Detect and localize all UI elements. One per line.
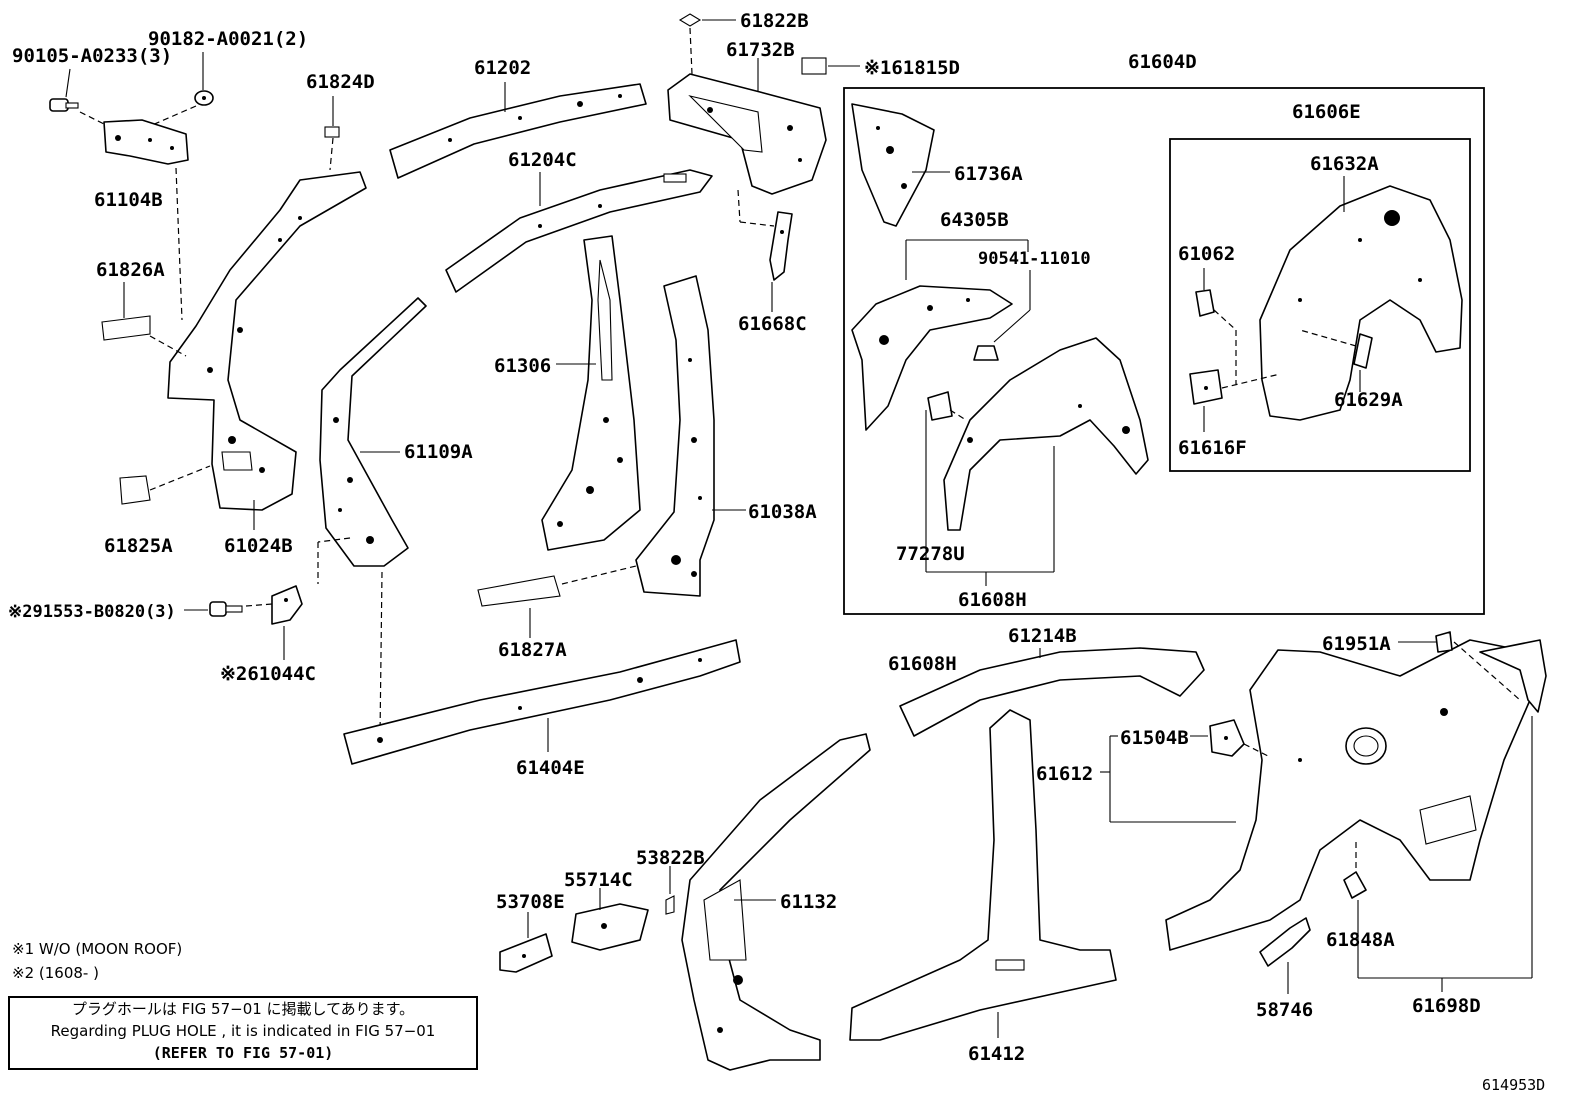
roof-rail-61202-part: [389, 83, 647, 179]
label-61214B[interactable]: 61214B: [1008, 625, 1077, 647]
bracket-61044C-part: [271, 585, 303, 625]
label-55714C[interactable]: 55714C: [564, 869, 633, 891]
label-61825A[interactable]: 61825A: [104, 535, 173, 557]
label-90182-A0021[interactable]: 90182-A0021(2): [148, 28, 308, 50]
label-53708E[interactable]: 53708E: [496, 891, 565, 913]
wheelhouse-outer-61608H-part: [943, 337, 1149, 531]
front-pillar-61024B-part: [167, 171, 367, 511]
plug-hole-notice-box: プラグホールは FIG 57−01 に掲載してあります。 Regarding P…: [8, 996, 478, 1070]
label-61024B[interactable]: 61024B: [224, 535, 293, 557]
label-58746[interactable]: 58746: [1256, 999, 1313, 1021]
label-61827A[interactable]: 61827A: [498, 639, 567, 661]
label-61608H-upper[interactable]: 61608H: [958, 589, 1027, 611]
bracket-61504B-part: [1209, 719, 1245, 757]
label-77278U[interactable]: 77278U: [896, 543, 965, 565]
label-61608H-lower[interactable]: 61608H: [888, 653, 957, 675]
label-61951A[interactable]: 61951A: [1322, 633, 1391, 655]
bracket-61062-part: [1195, 289, 1215, 317]
front-pillar-outer-61132-part: [681, 733, 871, 1071]
clip-61951A-part: [1435, 631, 1453, 653]
label-61668C[interactable]: 61668C: [738, 313, 807, 335]
quarter-outer-61632A-part: [1259, 185, 1463, 421]
notice-reference-link[interactable]: (REFER TO FIG 57-01): [152, 1044, 334, 1062]
rear-pillar-upper-61732B-part: [667, 73, 827, 195]
roof-side-61214B-part: [899, 647, 1205, 737]
notice-english-line: Regarding PLUG HOLE , it is indicated in…: [50, 1022, 436, 1040]
patch-61824D-part: [324, 126, 340, 138]
label-61204C[interactable]: 61204C: [508, 149, 577, 171]
label-61109A[interactable]: 61109A: [404, 441, 473, 463]
label-61629A[interactable]: 61629A: [1334, 389, 1403, 411]
wheelhouse-inner-64305B-part: [851, 285, 1013, 431]
label-61736A[interactable]: 61736A: [954, 163, 1023, 185]
label-61412[interactable]: 61412: [968, 1043, 1025, 1065]
panel-61736A-part: [851, 103, 935, 227]
bracket-61629A-part: [1353, 333, 1373, 369]
quarter-panel-61612-part: [1165, 639, 1531, 951]
label-53822B[interactable]: 53822B: [636, 847, 705, 869]
pad-61826A-part: [101, 315, 151, 341]
label-61616F[interactable]: 61616F: [1178, 437, 1247, 459]
label-61815D[interactable]: ※161815D: [864, 57, 960, 79]
patch-53822B-part: [665, 895, 675, 915]
label-61202[interactable]: 61202: [474, 57, 531, 79]
label-61044C[interactable]: ※261044C: [220, 663, 316, 685]
label-91553-B0820[interactable]: ※291553-B0820(3): [8, 602, 176, 622]
front-pillar-inner-61109A-part: [319, 297, 427, 567]
label-61504B[interactable]: 61504B: [1120, 727, 1189, 749]
label-61822B[interactable]: 61822B: [740, 10, 809, 32]
bolt-91553-part: [209, 601, 243, 617]
label-61038A[interactable]: 61038A: [748, 501, 817, 523]
roof-rail-61204C-part: [445, 169, 713, 293]
label-90105-A0233[interactable]: 90105-A0233(3): [12, 45, 172, 67]
pad-61825A-part: [119, 475, 151, 505]
rocker-panel-61404E-part: [343, 639, 741, 765]
label-61606E[interactable]: 61606E: [1292, 101, 1361, 123]
label-61604D[interactable]: 61604D: [1128, 51, 1197, 73]
label-61104B[interactable]: 61104B: [94, 189, 163, 211]
nut-90541-part: [973, 345, 999, 361]
label-61848A[interactable]: 61848A: [1326, 929, 1395, 951]
notice-japanese-line: プラグホールは FIG 57−01 に掲載してあります。: [71, 1000, 415, 1018]
label-61062[interactable]: 61062: [1178, 243, 1235, 265]
center-pillar-61306-part: [541, 235, 641, 551]
footnote-moon-roof: ※1 W/O (MOON ROOF): [12, 940, 183, 958]
patch-61815D-part: [801, 57, 827, 75]
side-outer-61412-part: [849, 709, 1117, 1041]
label-64305B[interactable]: 64305B: [940, 209, 1009, 231]
bracket-61848A-part: [1343, 871, 1367, 899]
bracket-61668C-part: [769, 211, 793, 281]
rear-pillar-61038A-part: [635, 275, 715, 597]
patch-61822B-part: [678, 13, 702, 27]
label-61306[interactable]: 61306: [494, 355, 551, 377]
footnote-date-range: ※2 (1608- ): [12, 964, 99, 982]
bracket-61104B-part: [103, 119, 189, 165]
group-box-61606E: [1169, 138, 1471, 472]
bracket-55714C-part: [571, 903, 649, 951]
bolt-90105-part: [49, 98, 79, 112]
label-90541-11010[interactable]: 90541-11010: [978, 249, 1091, 269]
group-box-61604D: [843, 87, 1485, 615]
label-61132[interactable]: 61132: [780, 891, 837, 913]
label-61732B[interactable]: 61732B: [726, 39, 795, 61]
figure-code: 614953D: [1482, 1076, 1546, 1094]
pad-61827A-part: [477, 575, 561, 607]
label-61612[interactable]: 61612: [1036, 763, 1093, 785]
nut-90182-part: [194, 90, 214, 106]
label-61632A[interactable]: 61632A: [1310, 153, 1379, 175]
extension-61698D-part: [1479, 639, 1547, 713]
label-61698D[interactable]: 61698D: [1412, 995, 1481, 1017]
seal-58746-part: [1259, 917, 1311, 967]
label-61404E[interactable]: 61404E: [516, 757, 585, 779]
bracket-77278U-part: [927, 391, 953, 421]
label-61824D[interactable]: 61824D: [306, 71, 375, 93]
bracket-53708E-part: [499, 933, 553, 973]
patch-61616F-part: [1189, 369, 1223, 405]
label-61826A[interactable]: 61826A: [96, 259, 165, 281]
